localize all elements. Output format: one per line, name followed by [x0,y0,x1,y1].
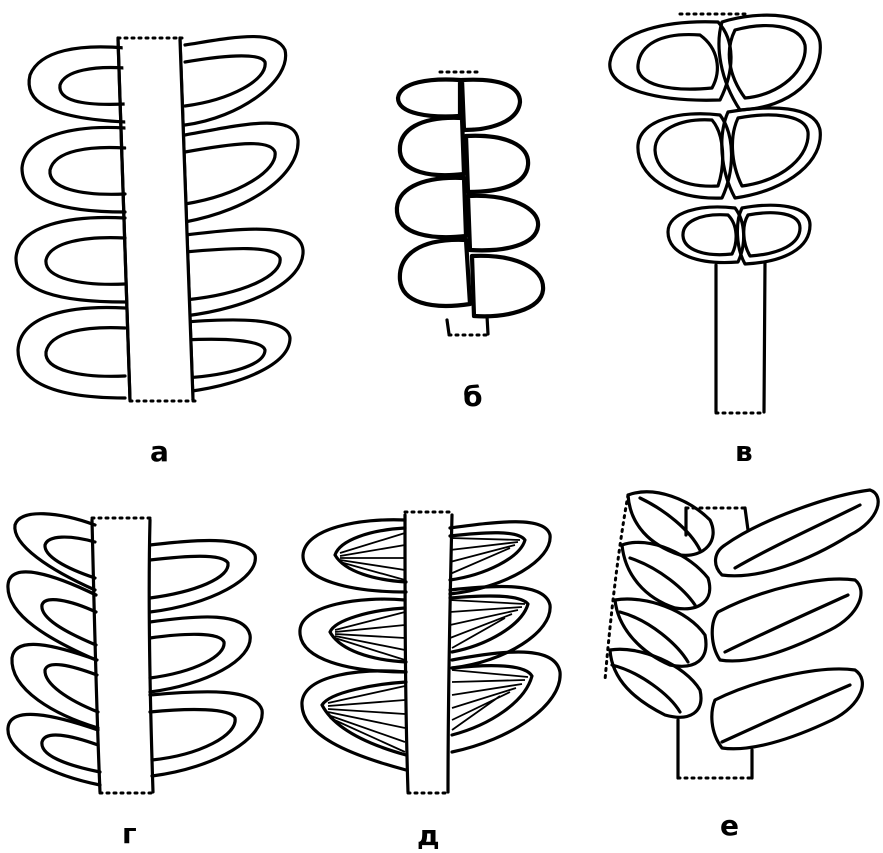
panel-label-v: в [735,438,753,466]
panel-e-drawing [605,490,878,778]
panel-a-drawing [16,37,303,401]
panel-v-drawing [610,14,821,413]
panel-label-d: д [417,822,440,850]
panel-label-a: а [150,438,169,466]
panel-b-drawing [397,72,543,335]
panel-label-g: г [122,820,137,848]
panel-d-drawing [300,512,560,793]
panel-label-b: б [463,383,483,411]
panel-g-drawing [8,514,262,793]
panel-label-e: е [720,812,739,840]
